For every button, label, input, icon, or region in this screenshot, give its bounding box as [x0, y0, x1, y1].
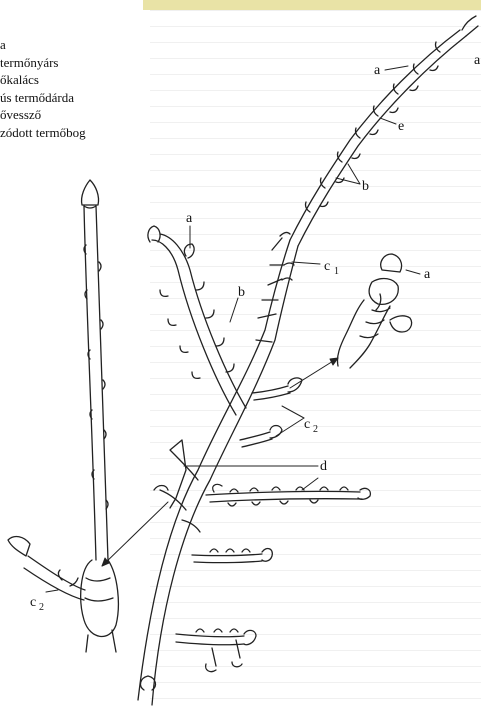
detail-inset [337, 254, 411, 368]
label-c1-sub: 1 [334, 266, 339, 277]
label-e: e [398, 119, 404, 134]
label-a-corner: a [474, 53, 481, 68]
mid-spurs [240, 378, 302, 447]
label-c1: c [324, 259, 330, 274]
upper-side-branch [148, 226, 246, 415]
label-d: d [320, 459, 327, 474]
label-a-left: a [186, 211, 193, 226]
lower-spurs [176, 549, 272, 672]
pointer-lines [46, 66, 420, 592]
label-a-top: a [374, 63, 381, 78]
label-c2-left: c [30, 595, 36, 610]
left-shoot [8, 180, 118, 652]
main-branch [138, 16, 478, 705]
right-spurs [256, 232, 294, 342]
figure-labels: a a e b a b c 1 a c 2 d c 2 [30, 53, 481, 613]
label-b-upper: b [362, 179, 369, 194]
label-b-left: b [238, 285, 245, 300]
label-c2-mid: c [304, 417, 310, 432]
label-a-inset: a [424, 267, 431, 282]
label-c2-left-sub: 2 [39, 602, 44, 613]
right-branch [206, 484, 370, 506]
label-c2-mid-sub: 2 [313, 424, 318, 435]
